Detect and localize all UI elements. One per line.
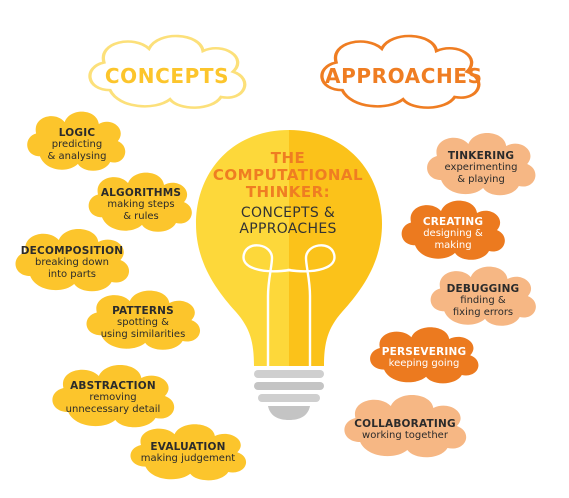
concept-patterns-title: PATTERNS [112, 305, 174, 317]
bulb-title-line3: THINKER: [245, 183, 331, 201]
concept-decomposition-desc1: breaking down [35, 257, 109, 269]
concept-abstraction-desc2: unnecessary detail [65, 403, 161, 415]
approach-tinkering-desc2: & playing [457, 173, 505, 185]
approach-persevering: PERSEVERING keeping going [378, 346, 470, 370]
concept-patterns: PATTERNS spotting & using similarities [90, 305, 196, 340]
approach-debugging: DEBUGGING finding & fixing errors [440, 283, 526, 318]
bulb-title-line2: COMPUTATIONAL [212, 166, 364, 184]
approach-creating-desc1: designing & [423, 228, 483, 240]
concept-logic-title: LOGIC [58, 127, 96, 139]
approach-creating: CREATING designing & making [410, 216, 496, 251]
concept-abstraction: ABSTRACTION removing unnecessary detail [56, 380, 170, 415]
bulb-title-line1: THE [270, 149, 306, 167]
concept-evaluation-desc1: making judgement [140, 453, 236, 465]
bulb-title: THE COMPUTATIONAL THINKER: CONCEPTS & AP… [203, 149, 373, 238]
approach-debugging-desc2: fixing errors [452, 306, 514, 318]
concept-algorithms-desc2: & rules [123, 210, 159, 222]
approach-creating-desc2: making [434, 239, 472, 251]
concept-abstraction-desc1: removing [89, 392, 137, 404]
approach-debugging-title: DEBUGGING [446, 283, 520, 295]
concept-algorithms-desc1: making steps [107, 199, 175, 211]
approach-persevering-desc1: keeping going [388, 358, 460, 370]
approach-collaborating-desc1: working together [362, 430, 448, 442]
approach-debugging-desc1: finding & [460, 295, 506, 307]
lightbulb-icon [196, 130, 382, 420]
concept-decomposition-title: DECOMPOSITION [20, 245, 124, 257]
approaches-heading: APPROACHES [325, 64, 483, 88]
concept-decomposition: DECOMPOSITION breaking down into parts [20, 245, 124, 280]
concept-logic: LOGIC predicting & analysing [36, 127, 118, 162]
approach-tinkering: TINKERING experimenting & playing [436, 150, 526, 185]
approach-tinkering-title: TINKERING [447, 150, 515, 162]
approach-persevering-title: PERSEVERING [381, 346, 467, 358]
concept-decomposition-desc2: into parts [47, 268, 97, 280]
approach-collaborating: COLLABORATING working together [352, 418, 458, 442]
concept-algorithms: ALGORITHMS making steps & rules [96, 187, 186, 222]
approach-tinkering-desc1: experimenting [444, 162, 518, 174]
approach-collaborating-title: COLLABORATING [354, 418, 456, 430]
concept-logic-desc2: & analysing [47, 150, 107, 162]
concept-abstraction-title: ABSTRACTION [70, 380, 156, 392]
concept-logic-desc1: predicting [51, 139, 103, 151]
concept-algorithms-title: ALGORITHMS [100, 187, 182, 199]
concept-patterns-desc2: using similarities [100, 328, 186, 340]
bulb-subtitle: CONCEPTS & APPROACHES [239, 205, 337, 237]
concept-evaluation: EVALUATION making judgement [138, 441, 238, 465]
concept-evaluation-title: EVALUATION [150, 441, 226, 453]
concept-patterns-desc1: spotting & [117, 317, 169, 329]
concepts-heading: CONCEPTS [104, 64, 230, 88]
approach-creating-title: CREATING [422, 216, 484, 228]
